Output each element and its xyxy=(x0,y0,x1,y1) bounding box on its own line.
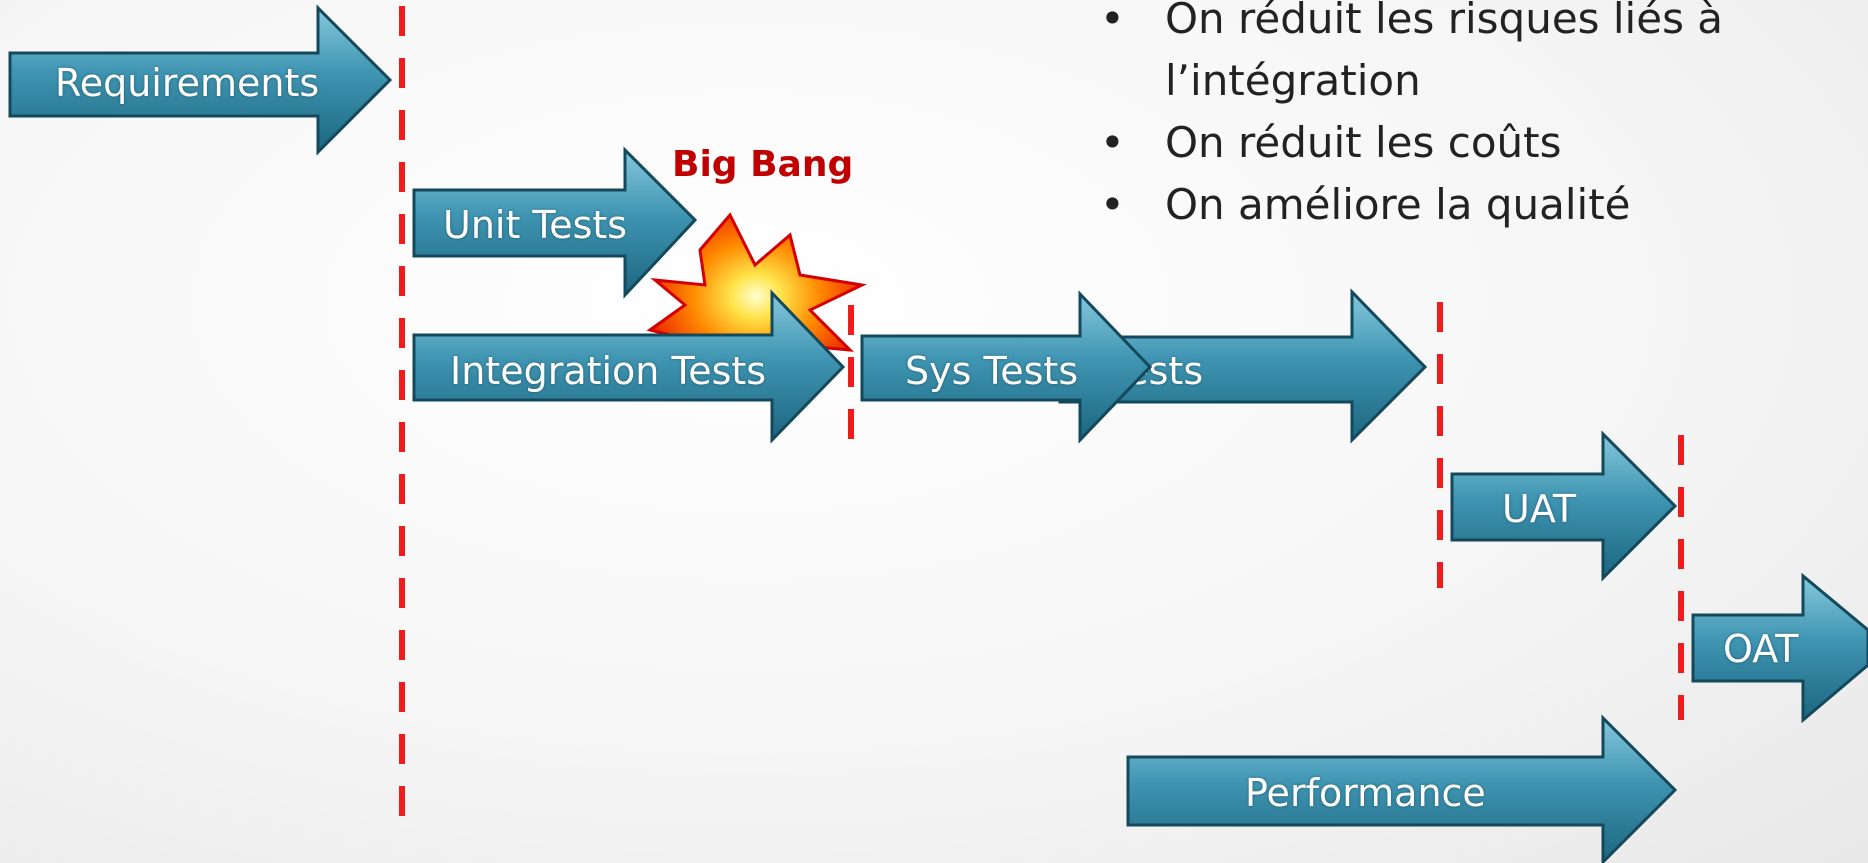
benefit-item: On réduit les risques liés à l’intégrati… xyxy=(1100,0,1800,112)
integration-tests-arrow: Integration Tests xyxy=(412,289,846,444)
uat-arrow: UAT xyxy=(1450,430,1678,582)
oat-arrow: OAT xyxy=(1691,572,1868,724)
sys-tests-arrow: Sys Tests xyxy=(860,290,1153,444)
integration-tests-label: Integration Tests xyxy=(450,349,766,393)
sys-tests-label: Sys Tests xyxy=(905,349,1078,393)
unit-tests-label: Unit Tests xyxy=(443,203,627,247)
performance-label: Performance xyxy=(1245,771,1486,815)
big-bang-label: Big Bang xyxy=(672,144,853,185)
requirements-arrow: Requirements xyxy=(8,4,393,156)
benefits-list: On réduit les risques liés à l’intégrati… xyxy=(1100,0,1800,236)
requirements-label: Requirements xyxy=(55,61,319,105)
oat-label: OAT xyxy=(1723,627,1799,671)
milestone-lines xyxy=(399,6,1684,820)
unit-tests-arrow: Unit Tests xyxy=(412,146,698,299)
performance-arrow: Performance xyxy=(1126,714,1678,863)
benefit-item: On améliore la qualité xyxy=(1100,174,1800,236)
benefit-item: On réduit les coûts xyxy=(1100,112,1800,174)
uat-label: UAT xyxy=(1502,487,1577,531)
